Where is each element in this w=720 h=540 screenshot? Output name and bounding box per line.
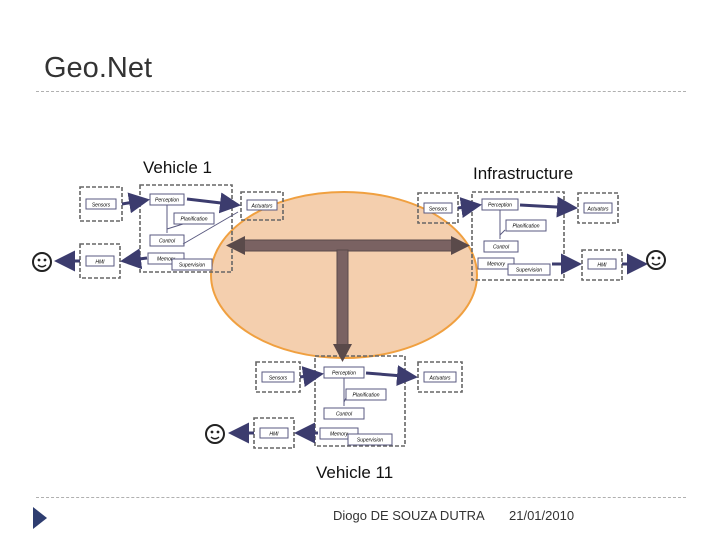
v11-memory-text: Memory bbox=[330, 432, 349, 438]
v11-supervision-text: Supervision bbox=[357, 438, 383, 444]
inf-planification-box bbox=[505, 219, 547, 232]
v11-actuators-frame bbox=[417, 361, 463, 393]
inf-actuators-text: Actuators bbox=[586, 207, 609, 213]
v1-control-text: Control bbox=[159, 239, 176, 245]
inf-supervision-box bbox=[507, 263, 551, 276]
v11-sensors-text: Sensors bbox=[269, 376, 288, 382]
v1-sensors-frame bbox=[79, 186, 123, 222]
inf-planification-text: Planification bbox=[513, 224, 540, 230]
inf-control-box bbox=[483, 240, 519, 253]
v1-perception-text: Perception bbox=[155, 198, 179, 204]
v1-actuators-box bbox=[246, 199, 278, 211]
next-arrow-icon[interactable] bbox=[33, 507, 47, 529]
v11-planification-text: Planification bbox=[353, 393, 380, 399]
smiley-icon bbox=[646, 250, 666, 270]
inf-perception-text: Perception bbox=[488, 203, 512, 209]
v1-hmi-box bbox=[85, 255, 115, 267]
v1-core-frame bbox=[139, 184, 233, 273]
inf-hmi-box bbox=[587, 258, 617, 270]
v1-supervision-text: Supervision bbox=[179, 263, 205, 269]
vehicle11-label: Vehicle 11 bbox=[316, 463, 394, 482]
v11-hmi-text: HMI bbox=[269, 432, 279, 438]
footer-author: Diogo DE SOUZA DUTRA bbox=[333, 508, 485, 523]
v1-hmi-frame bbox=[79, 243, 121, 279]
inf-core-frame bbox=[471, 191, 565, 281]
inf-supervision-text: Supervision bbox=[516, 268, 542, 274]
v1-sensors-text: Sensors bbox=[92, 203, 111, 209]
inf-sensors-box bbox=[423, 202, 453, 214]
network-links bbox=[226, 236, 470, 362]
v1-actuators-text: Actuators bbox=[250, 204, 273, 210]
v11-core-frame bbox=[314, 355, 406, 447]
v11-perception-text: Perception bbox=[332, 371, 356, 377]
v1-actuators-frame bbox=[240, 191, 284, 221]
inf-hmi-text: HMI bbox=[597, 263, 607, 269]
vehicle11-block: Sensors Actuators HMI Perception Planifi… bbox=[228, 355, 463, 449]
inf-sensors-text: Sensors bbox=[429, 207, 448, 213]
infrastructure-label: Infrastructure bbox=[473, 164, 574, 183]
smiley-icon bbox=[32, 252, 52, 272]
smiley-icon bbox=[205, 424, 225, 444]
vehicle1-block: Sensors Actuators HMI Perception Planifi… bbox=[54, 184, 284, 279]
v11-supervision-box bbox=[347, 433, 393, 446]
v1-hmi-text: HMI bbox=[95, 260, 105, 266]
inf-control-text: Control bbox=[493, 245, 510, 251]
v1-sensors-box bbox=[85, 198, 117, 210]
inf-memory-text: Memory bbox=[487, 262, 506, 268]
infrastructure-block: Sensors Actuators HMI Perception Planifi… bbox=[417, 191, 648, 281]
v1-planification-text: Planification bbox=[181, 217, 208, 223]
v11-sensors-frame bbox=[255, 361, 301, 393]
inf-actuators-box bbox=[583, 202, 613, 214]
v11-actuators-text: Actuators bbox=[428, 376, 451, 382]
title-divider bbox=[36, 91, 686, 92]
v11-hmi-box bbox=[259, 427, 289, 439]
inf-actuators-frame bbox=[577, 192, 619, 224]
slide-title: Geo.Net bbox=[44, 52, 152, 84]
v1-planification-box bbox=[173, 212, 215, 225]
v1-supervision-box bbox=[171, 258, 213, 271]
footer-divider bbox=[36, 497, 686, 498]
v1-memory-text: Memory bbox=[157, 257, 176, 263]
v11-control-box bbox=[323, 407, 365, 420]
v11-sensors-box bbox=[261, 371, 295, 383]
v11-control-text: Control bbox=[336, 412, 353, 418]
v11-planification-box bbox=[345, 388, 387, 401]
v11-actuators-box bbox=[423, 371, 457, 383]
v1-control-box bbox=[149, 234, 185, 247]
footer-date: 21/01/2010 bbox=[509, 508, 575, 523]
vehicle1-label: Vehicle 1 bbox=[143, 158, 212, 177]
